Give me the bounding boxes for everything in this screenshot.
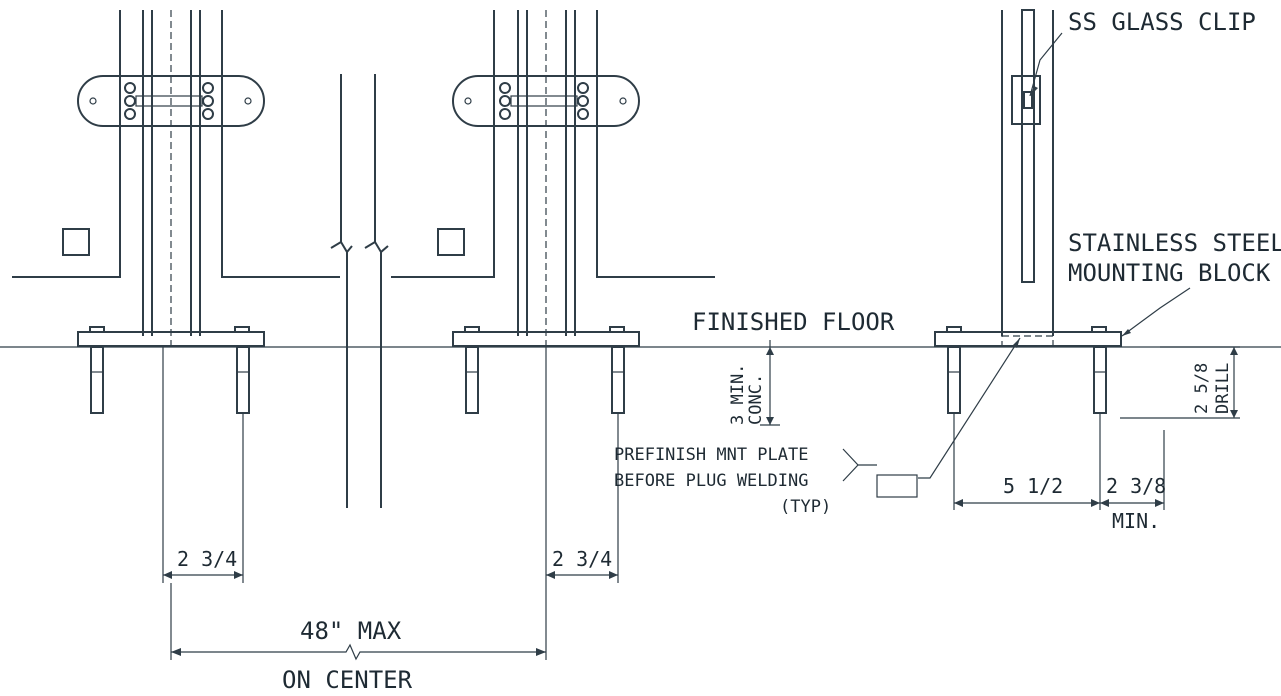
label-prefinish-typ: (TYP) (780, 497, 831, 517)
dim-48-max: 48" MAX (300, 617, 402, 645)
dimension-lines (162, 340, 1240, 661)
label-3-min: 3 MIN. (728, 364, 748, 425)
dim-5-1-2: 5 1/2 (1003, 474, 1063, 498)
label-ss-glass-clip: SS GLASS CLIP (1068, 8, 1256, 36)
label-prefinish-line-1: PREFINISH MNT PLATE (614, 445, 808, 465)
label-finished-floor: FINISHED FLOOR (692, 308, 895, 336)
label-conc: CONC. (746, 374, 766, 425)
dim-2-3-4-right: 2 3/4 (552, 547, 612, 571)
dim-2-3-4-left: 2 3/4 (177, 547, 237, 571)
label-mounting-block: MOUNTING BLOCK (1068, 259, 1271, 287)
post-assembly-middle (391, 10, 715, 414)
label-prefinish-line-2: BEFORE PLUG WELDING (614, 471, 808, 491)
post-assembly-left (12, 10, 340, 414)
label-2-5-8: 2 5/8 (1192, 363, 1212, 414)
break-lines (330, 74, 389, 508)
dim-min: MIN. (1112, 509, 1160, 533)
label-on-center: ON CENTER (282, 666, 413, 694)
post-assembly-right (934, 9, 1122, 414)
label-drill: DRILL (1213, 363, 1233, 414)
label-stainless-steel: STAINLESS STEEL (1068, 229, 1281, 257)
leader-lines (842, 32, 1191, 498)
dim-2-3-8: 2 3/8 (1106, 474, 1166, 498)
